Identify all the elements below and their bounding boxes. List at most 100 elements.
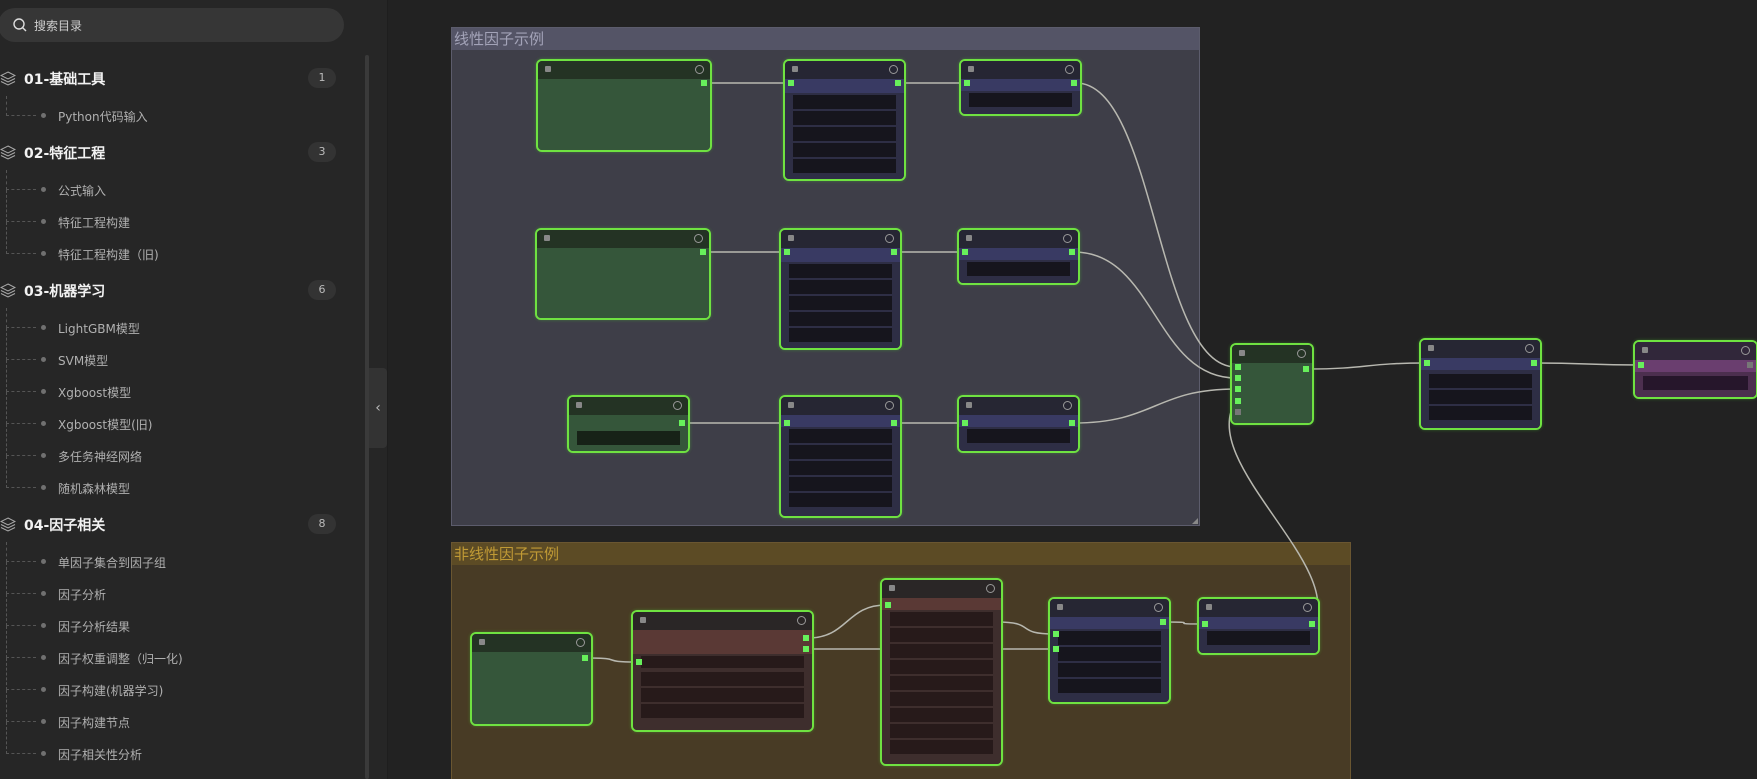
tree-item[interactable]: 因子构建(机器学习) bbox=[0, 658, 330, 700]
edit-icon[interactable] bbox=[986, 584, 995, 593]
node-header[interactable] bbox=[1232, 345, 1312, 363]
output-port[interactable] bbox=[1303, 366, 1309, 372]
input-port[interactable] bbox=[1235, 398, 1241, 404]
node-field[interactable] bbox=[789, 493, 892, 507]
connection-wire[interactable] bbox=[1073, 251, 1237, 379]
input-port[interactable] bbox=[784, 420, 790, 426]
collapse-icon[interactable] bbox=[966, 235, 972, 241]
collapse-icon[interactable] bbox=[788, 402, 794, 408]
output-port[interactable] bbox=[1071, 80, 1077, 86]
connection-wire[interactable] bbox=[1073, 388, 1237, 424]
input-port[interactable] bbox=[1235, 364, 1241, 370]
edit-icon[interactable] bbox=[885, 401, 894, 410]
connection-wire[interactable] bbox=[807, 604, 887, 639]
node-field[interactable] bbox=[890, 644, 993, 658]
collapse-icon[interactable] bbox=[544, 235, 550, 241]
workflow-node[interactable] bbox=[1419, 338, 1542, 430]
collapse-icon[interactable] bbox=[889, 585, 895, 591]
edit-icon[interactable] bbox=[1303, 603, 1312, 612]
workflow-node[interactable] bbox=[1197, 597, 1320, 655]
node-field[interactable] bbox=[1058, 631, 1161, 645]
edit-icon[interactable] bbox=[885, 234, 894, 243]
tree-item[interactable]: 因子相关性分析 bbox=[0, 722, 330, 764]
edit-icon[interactable] bbox=[1063, 401, 1072, 410]
output-port[interactable] bbox=[891, 420, 897, 426]
search-input[interactable]: 搜索目录 bbox=[34, 19, 83, 33]
output-port[interactable] bbox=[1747, 362, 1753, 368]
node-header[interactable] bbox=[1421, 340, 1540, 358]
edit-icon[interactable] bbox=[695, 65, 704, 74]
node-field[interactable] bbox=[1207, 631, 1310, 645]
tree-item[interactable]: 单因子集合到因子组 bbox=[0, 542, 330, 572]
workflow-node[interactable] bbox=[957, 228, 1080, 285]
node-field[interactable] bbox=[1050, 617, 1169, 629]
tree-item[interactable]: Python代码输入 bbox=[0, 96, 330, 126]
edit-icon[interactable] bbox=[576, 638, 585, 647]
workflow-node[interactable] bbox=[779, 395, 902, 518]
collapse-icon[interactable] bbox=[966, 402, 972, 408]
output-port[interactable] bbox=[803, 646, 809, 652]
node-header[interactable] bbox=[569, 397, 688, 415]
tree-item[interactable]: Xgboost模型(旧) bbox=[0, 392, 330, 434]
workflow-node[interactable] bbox=[1633, 340, 1757, 399]
node-field[interactable] bbox=[959, 248, 1078, 260]
node-field[interactable] bbox=[789, 461, 892, 475]
tree-item[interactable]: 特征工程构建 bbox=[0, 190, 330, 232]
connection-wire[interactable] bbox=[1075, 82, 1237, 368]
connection-wire[interactable] bbox=[1228, 400, 1319, 625]
tree-item[interactable]: 公式输入 bbox=[0, 170, 330, 200]
collapse-icon[interactable] bbox=[545, 66, 551, 72]
edit-icon[interactable] bbox=[1063, 234, 1072, 243]
edit-icon[interactable] bbox=[673, 401, 682, 410]
node-header[interactable] bbox=[1050, 599, 1169, 617]
node-header[interactable] bbox=[959, 230, 1078, 248]
node-field[interactable] bbox=[793, 111, 896, 125]
input-port[interactable] bbox=[1424, 360, 1430, 366]
workflow-node[interactable] bbox=[880, 578, 1003, 766]
output-port[interactable] bbox=[1160, 619, 1166, 625]
input-port[interactable] bbox=[885, 602, 891, 608]
output-port[interactable] bbox=[582, 655, 588, 661]
input-port[interactable] bbox=[1202, 621, 1208, 627]
collapse-icon[interactable] bbox=[1239, 350, 1245, 356]
collapse-icon[interactable] bbox=[792, 66, 798, 72]
workflow-node[interactable] bbox=[567, 395, 690, 453]
connection-wire[interactable] bbox=[1164, 621, 1204, 625]
edit-icon[interactable] bbox=[1297, 349, 1306, 358]
workflow-node[interactable] bbox=[1048, 597, 1171, 704]
collapse-icon[interactable] bbox=[1206, 604, 1212, 610]
node-field[interactable] bbox=[890, 676, 993, 690]
output-port[interactable] bbox=[700, 249, 706, 255]
node-field[interactable] bbox=[1199, 617, 1318, 629]
tree-item[interactable]: 因子权重调整（归一化) bbox=[0, 626, 330, 668]
node-field[interactable] bbox=[785, 79, 904, 93]
node-header[interactable] bbox=[785, 61, 904, 79]
node-field[interactable] bbox=[890, 708, 993, 722]
node-field[interactable] bbox=[1643, 376, 1748, 390]
node-field[interactable] bbox=[793, 95, 896, 109]
workflow-node[interactable] bbox=[779, 228, 902, 350]
tree-item[interactable]: 因子分析结果 bbox=[0, 594, 330, 636]
output-port[interactable] bbox=[1069, 420, 1075, 426]
collapse-icon[interactable] bbox=[968, 66, 974, 72]
tree-item[interactable]: 多任务神经网络 bbox=[0, 424, 330, 466]
node-field[interactable] bbox=[890, 692, 993, 706]
node-field[interactable] bbox=[789, 280, 892, 294]
node-field[interactable] bbox=[1429, 406, 1532, 420]
node-field[interactable] bbox=[793, 159, 896, 173]
node-field[interactable] bbox=[1635, 360, 1756, 372]
tree-item[interactable]: Xgboost模型 bbox=[0, 360, 330, 402]
workflow-canvas[interactable]: 线性因子示例 非线性因子示例 bbox=[388, 0, 1757, 779]
connection-wire[interactable] bbox=[996, 621, 1055, 635]
collapse-icon[interactable] bbox=[1057, 604, 1063, 610]
workflow-node[interactable] bbox=[959, 59, 1082, 116]
edit-icon[interactable] bbox=[1741, 346, 1750, 355]
resize-handle[interactable] bbox=[1192, 518, 1198, 524]
node-field[interactable] bbox=[793, 127, 896, 141]
edit-icon[interactable] bbox=[1065, 65, 1074, 74]
node-field[interactable] bbox=[969, 93, 1072, 107]
output-port[interactable] bbox=[895, 80, 901, 86]
category-factor[interactable]: 04-因子相关 8 bbox=[0, 512, 336, 536]
node-field[interactable] bbox=[781, 415, 900, 427]
node-field[interactable] bbox=[959, 415, 1078, 427]
